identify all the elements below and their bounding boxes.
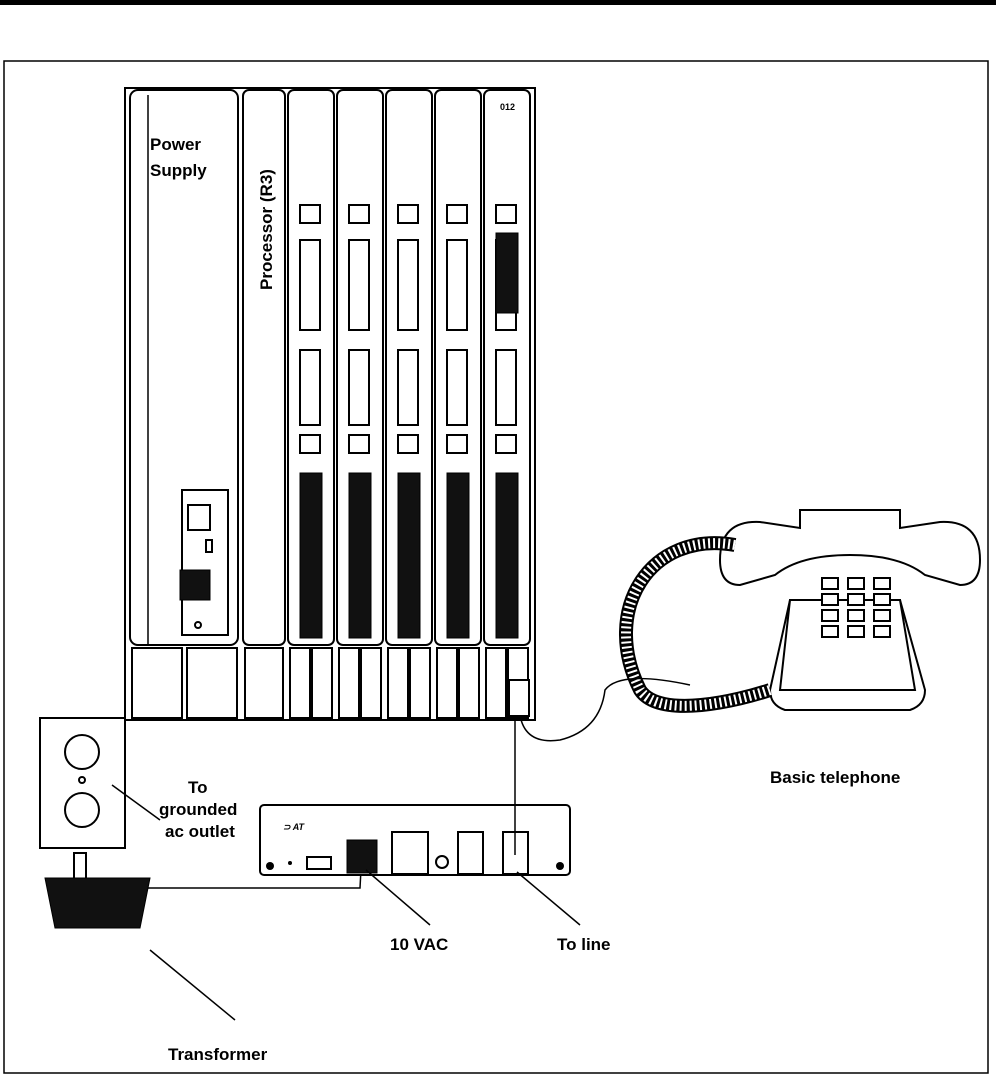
line-module [287,89,335,719]
basic-telephone: Basic telephone [619,509,982,787]
keypad-button [821,593,839,606]
module-id-label: 012 [500,102,515,112]
ac-outlet: To grounded ac outlet [39,717,237,849]
keypad-button [847,609,865,622]
vac-label: 10 VAC [390,935,448,954]
header-rule [0,0,996,5]
keypad-button [873,625,891,638]
line-module [336,89,384,719]
keypad-button [847,593,865,606]
outlet-label-2: grounded [159,800,237,819]
line-module [434,89,482,719]
to-line-label: To line [557,935,611,954]
keypad-button [873,577,891,590]
outlet-label-1: To [188,778,208,797]
outlet-label-3: ac outlet [165,822,235,841]
keypad-button [821,625,839,638]
figure-frame [3,60,989,1074]
keypad-button [873,593,891,606]
line-module [483,89,531,719]
keypad-button [847,577,865,590]
line-module [385,89,433,719]
processor-label: Processor (R3) [257,169,276,290]
att-logo: ⊃ AT [283,822,306,832]
keypad-button [873,609,891,622]
power-supply-module: Power Supply [129,89,239,719]
keypad-button [821,577,839,590]
power-supply-label-2: Supply [150,161,207,180]
keypad-button [847,625,865,638]
interface-unit: ⊃ AT 10 VAC To line [259,716,611,954]
line-modules [287,89,531,719]
power-supply-label-1: Power [150,135,201,154]
telephone-keypad [821,577,891,638]
telephone-label: Basic telephone [770,768,900,787]
control-unit: Power Supply Processor (R3) 012 [124,87,536,721]
transformer: Transformer [44,849,363,1064]
module-jack-plug [508,679,530,717]
telephone-cord [519,677,691,742]
processor-module: Processor (R3) [242,89,286,719]
keypad-button [821,609,839,622]
transformer-label: Transformer [168,1045,268,1064]
